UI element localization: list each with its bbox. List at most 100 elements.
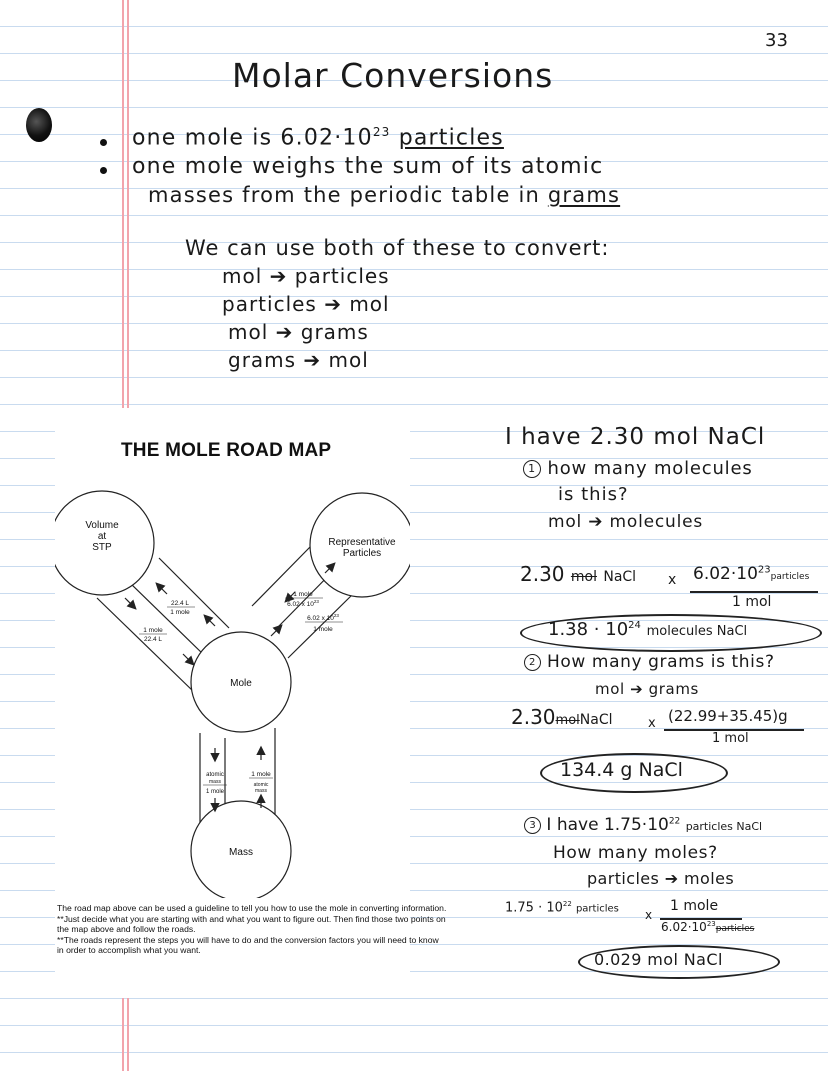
q1-path: mol ➔ molecules — [548, 512, 704, 532]
q3-answer-oval — [578, 945, 780, 979]
mass-up-label-1: 1 mole — [251, 771, 271, 778]
q3-line1-post: particles NaCl — [685, 820, 763, 833]
q3-calc-start: 1.75 · 10 — [505, 900, 563, 916]
q2-path: mol ➔ grams — [595, 680, 699, 698]
q2-number: 2 — [524, 653, 541, 671]
description-line-2: **Just decide what you are starting with… — [57, 913, 446, 935]
road-map-diagram: Volume at STP Representative Particles M… — [55, 490, 410, 898]
road-map-insert: THE MOLE ROAD MAP — [55, 408, 446, 998]
q1-calc-unit: NaCl — [603, 569, 637, 585]
mass-up-label-2: atomic — [254, 782, 269, 788]
q3-path: particles ➔ moles — [587, 869, 735, 888]
road-map-description: The road map above can be used a guideli… — [57, 903, 447, 956]
volume-label-2: at — [98, 531, 107, 542]
q3-number: 3 — [524, 816, 541, 834]
q1-num-unit: particles — [770, 572, 810, 582]
mass-down-label-2: mass — [209, 779, 221, 785]
vol-down-label-2: 22.4 L — [144, 636, 162, 643]
q2-fraction-bar — [664, 729, 804, 731]
part-up-label-2: 6.02 x 10 — [287, 601, 314, 608]
volume-node — [55, 490, 155, 596]
q3-line2: How many moles? — [553, 843, 718, 863]
q1-answer-oval — [520, 614, 822, 652]
mass-up-label-3: mass — [255, 788, 267, 794]
q2-line1: 2 How many grams is this? — [524, 652, 775, 672]
q2-times: x — [648, 716, 656, 731]
q2-calc: 2.30molNaCl — [511, 705, 612, 729]
page-title: Molar Conversions — [232, 56, 554, 95]
mass-down-label-3: 1 mole — [206, 789, 225, 795]
q1-times: x — [668, 572, 677, 588]
mole-label: Mole — [230, 678, 252, 689]
q2-question: How many grams is this? — [547, 652, 775, 672]
q1-denominator: 1 mol — [732, 594, 772, 610]
bullet-2-line2-ul: grams — [547, 183, 621, 207]
q1-line2: is this? — [558, 484, 629, 505]
q1-calc-unit-struck: mol — [570, 569, 597, 585]
svg-text:6.02 x 1023: 6.02 x 1023 — [287, 599, 319, 608]
conversion-1: mol ➔ particles — [222, 264, 390, 288]
q2-numerator: (22.99+35.45)g — [668, 707, 788, 725]
bullet-dot — [100, 139, 107, 146]
conversion-3: mol ➔ grams — [228, 320, 369, 344]
part-down-exp: 23 — [334, 613, 340, 618]
q1-num-exp: 23 — [757, 564, 771, 576]
q2-answer-oval — [540, 753, 728, 793]
q1-fraction-bar — [690, 591, 818, 593]
q3-calc-unit: particles — [575, 903, 619, 915]
q1-answer-post: molecules NaCl — [646, 624, 748, 639]
q1-number: 1 — [523, 460, 541, 478]
q3-den: 6.02·10 — [661, 920, 707, 934]
road-map-title: THE MOLE ROAD MAP — [121, 440, 332, 461]
q1-answer-pre: 1.38 · 10 — [548, 619, 629, 640]
vol-up-label-1: 22.4 L — [171, 600, 189, 607]
q1-line1: 1 how many molecules — [523, 458, 753, 479]
q2-denominator: 1 mol — [712, 731, 749, 746]
q3-answer: 0.029 mol NaCl — [594, 950, 723, 969]
part-up-exp: 23 — [314, 599, 320, 604]
bullet-dot — [100, 167, 107, 174]
description-line-3: **The roads represent the steps you will… — [57, 934, 439, 956]
q2-calc-unit-struck: mol — [555, 713, 580, 728]
mass-down-label-1: atomic — [206, 772, 224, 778]
q2-answer: 134.4 g NaCl — [560, 759, 683, 781]
q1-calc-start: 2.30 — [520, 562, 565, 586]
part-up-label-1: 1 mole — [293, 591, 313, 598]
q3-line1-exp: 22 — [668, 816, 681, 827]
svg-text:6.02 x 1023: 6.02 x 1023 — [307, 613, 339, 622]
bullet-1-exp: 23 — [372, 125, 391, 139]
q1-answer: 1.38 · 1024 molecules NaCl — [548, 619, 747, 640]
problem-heading: I have 2.30 mol NaCl — [505, 424, 766, 450]
q3-denominator: 6.02·1023particles — [661, 920, 754, 934]
conversion-intro: We can use both of these to convert: — [185, 236, 610, 260]
conversion-2: particles ➔ mol — [222, 292, 390, 316]
q3-calc-exp: 22 — [562, 900, 572, 908]
conversion-4: grams ➔ mol — [228, 348, 369, 372]
bullet-2-line1: one mole weighs the sum of its atomic — [132, 154, 604, 179]
part-down-label-1: 6.02 x 10 — [307, 615, 334, 622]
q3-den-exp: 23 — [706, 920, 716, 928]
mass-node — [190, 800, 292, 898]
q2-calc-unit: NaCl — [579, 712, 613, 728]
q3-den-unit: particles — [715, 924, 755, 934]
q3-line1: 3 I have 1.75·1022 particles NaCl — [524, 815, 762, 835]
bullet-2-line2: masses from the periodic table in grams — [148, 183, 620, 207]
mass-label: Mass — [229, 847, 253, 858]
particles-label-2: Particles — [343, 548, 381, 559]
bullet-1-post: particles — [398, 125, 504, 151]
vol-down-label-1: 1 mole — [143, 627, 163, 634]
volume-label-3: STP — [92, 542, 112, 553]
q2-calc-start: 2.30 — [511, 705, 556, 729]
binder-hole — [26, 108, 52, 142]
vol-up-label-2: 1 mole — [170, 609, 190, 616]
description-line-1: The road map above can be used a guideli… — [57, 903, 447, 913]
part-down-label-2: 1 mole — [313, 626, 333, 633]
q3-fraction-bar — [660, 918, 742, 920]
q3-times: x — [645, 908, 653, 922]
bullet-2-line2-pre: masses from the periodic table in — [148, 183, 540, 207]
q1-question: how many molecules — [547, 458, 753, 479]
q1-num-factor: 6.02·10 — [693, 564, 758, 584]
particles-label-1: Representative — [328, 537, 396, 548]
bullet-1-pre: one mole is 6.02·10 — [132, 125, 373, 151]
q1-numerator: 6.02·1023particles — [693, 564, 809, 584]
